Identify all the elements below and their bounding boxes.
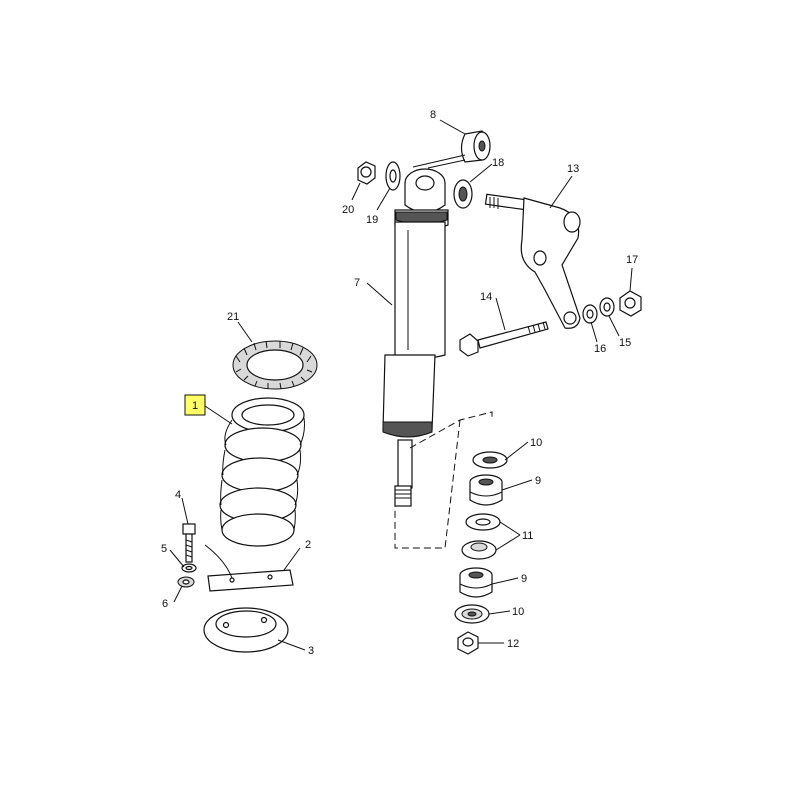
nut-12[interactable] (457, 631, 479, 655)
callout-10b[interactable]: 10 (512, 606, 524, 618)
callout-1[interactable]: 1 (184, 394, 206, 416)
washer-19[interactable] (385, 161, 401, 191)
callout-13[interactable]: 13 (567, 163, 579, 175)
bushing-top[interactable] (460, 130, 491, 163)
grommet-top[interactable] (469, 474, 503, 506)
coil-spring[interactable] (219, 397, 305, 547)
linkage-arm[interactable] (484, 193, 581, 329)
callout-16[interactable]: 16 (594, 343, 606, 355)
link-bolt[interactable] (459, 321, 549, 357)
mount-hardware-bracket (394, 411, 493, 549)
bolt[interactable] (182, 523, 196, 563)
callout-15[interactable]: 15 (619, 337, 631, 349)
callout-14[interactable]: 14 (480, 291, 492, 303)
spacer-washer-upper[interactable] (465, 513, 501, 531)
callout-label: 1 (192, 400, 198, 412)
retainer-washer-top[interactable] (472, 451, 508, 469)
callout-9a[interactable]: 9 (535, 475, 541, 487)
callout-19[interactable]: 19 (366, 214, 378, 226)
nut-20[interactable] (357, 161, 376, 185)
spring-insulator[interactable] (232, 340, 318, 390)
callout-6[interactable]: 6 (162, 598, 168, 610)
washer-16[interactable] (582, 304, 598, 324)
retainer-washer-bottom[interactable] (454, 604, 490, 624)
callout-highlight (184, 394, 206, 416)
washer-18[interactable] (453, 179, 473, 209)
callout-10a[interactable]: 10 (530, 437, 542, 449)
callout-21[interactable]: 21 (227, 311, 239, 323)
spacer-washer-lower[interactable] (461, 540, 497, 560)
callout-8[interactable]: 8 (430, 109, 436, 121)
callout-4[interactable]: 4 (175, 489, 181, 501)
flat-washer[interactable] (177, 576, 195, 588)
spring-seat[interactable] (203, 607, 289, 653)
lock-washer[interactable] (181, 563, 197, 573)
callout-9b[interactable]: 9 (521, 573, 527, 585)
callout-3[interactable]: 3 (308, 645, 314, 657)
nut-17[interactable] (619, 290, 642, 317)
callout-5[interactable]: 5 (161, 543, 167, 555)
callout-11[interactable]: 11 (522, 530, 533, 542)
washer-15[interactable] (599, 297, 615, 317)
shock-absorber[interactable] (382, 168, 449, 507)
retainer-plate[interactable] (207, 569, 294, 592)
callout-7[interactable]: 7 (354, 277, 360, 289)
callout-20[interactable]: 20 (342, 204, 354, 216)
callout-2[interactable]: 2 (305, 539, 311, 551)
grommet-bottom[interactable] (459, 567, 493, 598)
callout-17[interactable]: 17 (626, 254, 638, 266)
leader-lines (169, 119, 633, 651)
callout-12[interactable]: 12 (507, 638, 519, 650)
callout-18[interactable]: 18 (492, 157, 504, 169)
